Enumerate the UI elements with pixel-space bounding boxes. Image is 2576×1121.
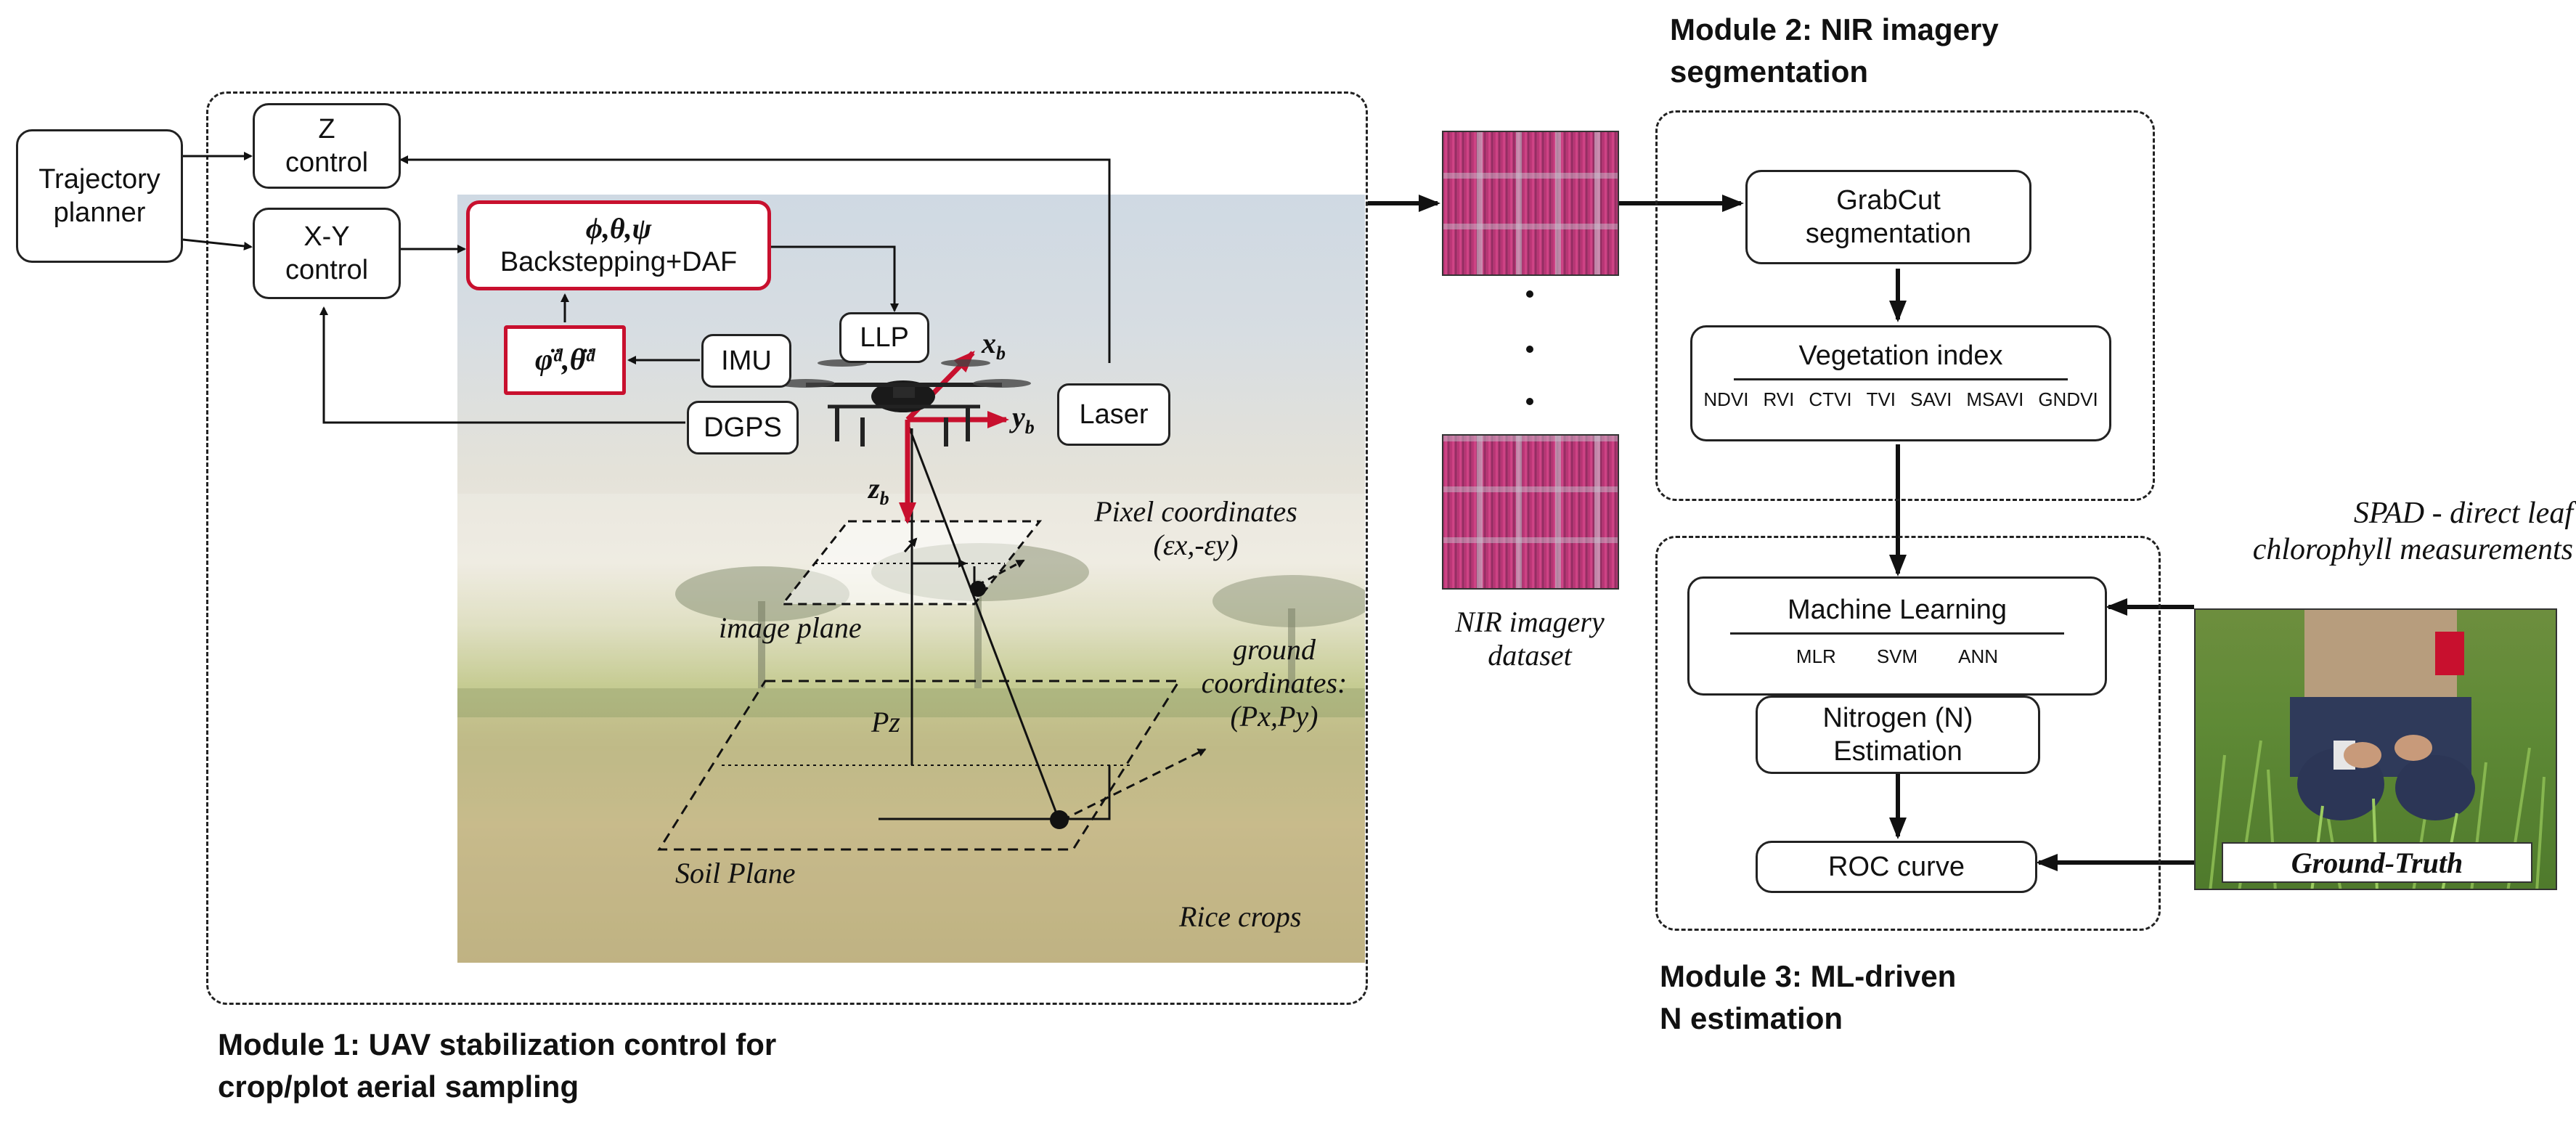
index-gndvi: GNDVI [2038,388,2098,410]
pz-label: Pz [871,706,900,738]
z-line1: Z [318,114,335,144]
nir-image-top [1442,131,1619,276]
nitrogen-line1: Nitrogen (N) [1822,703,1973,733]
laser-box: Laser [1057,383,1170,446]
attitude-symbols: ϕ,θ,ψ [585,212,652,245]
xy-line1: X-Y [303,221,350,252]
vegetation-index-box: Vegetation index NDVI RVI CTVI TVI SAVI … [1690,325,2111,441]
nir-image-bottom [1442,434,1619,590]
module2-title: Module 2: NIR imagery segmentation [1670,12,1999,89]
ground-truth-photo: Ground-Truth [2194,608,2557,890]
grabcut-line2: segmentation [1805,219,1972,249]
module1-boundary [206,91,1368,1005]
ml-methods: MLR SVM ANN [1796,645,1998,668]
method-ann: ANN [1958,645,1999,667]
module1-title: Module 1: UAV stabilization control for … [218,1027,777,1104]
xy-control-box: X-Y control [253,208,401,299]
ground-truth-label: Ground-Truth [2291,846,2463,879]
module2-boundary [1655,110,2155,501]
vegetation-title: Vegetation index [1798,341,2003,371]
image-plane-label: image plane [719,611,862,644]
llp-label: LLP [860,322,909,353]
index-ndvi: NDVI [1703,388,1749,410]
roc-curve-box: ROC curve [1756,841,2037,893]
axis-z-label: zb [868,472,889,509]
pixel-coords-label: Pixel coordinates (εx,-εy) [1094,495,1297,561]
index-savi: SAVI [1910,388,1952,410]
backstepping-daf-box: ϕ,θ,ψ Backstepping+DAF [466,200,771,290]
acceleration-label: φ̈ᵈ,θ̈ᵈ [534,343,595,377]
llp-box: LLP [839,312,929,363]
vegetation-indices: NDVI RVI CTVI TVI SAVI MSAVI GNDVI [1703,388,2098,411]
trajectory-planner-box: Trajectory planner [16,129,183,263]
axis-x-label: xb [982,327,1006,364]
xy-line2: control [285,255,369,285]
ml-divider [1730,632,2064,635]
uav-drone-icon [777,359,1031,447]
nitrogen-estimation-box: Nitrogen (N) Estimation [1756,696,2040,774]
nir-dataset-label: NIR imagery dataset [1455,606,1605,672]
ground-truth-banner: Ground-Truth [2222,842,2532,883]
index-tvi: TVI [1866,388,1896,410]
ellipsis-dots [1525,290,1536,414]
grass-person-figure [2209,610,2546,889]
desired-acceleration-box: φ̈ᵈ,θ̈ᵈ [504,325,626,395]
ground-coords-label: ground coordinates: (Px,Py) [1201,633,1348,733]
z-line2: control [285,147,369,178]
image-point [970,581,986,597]
vegetation-divider [1734,378,2068,380]
dgps-box: DGPS [687,401,799,454]
axis-y-label: yb [1012,401,1035,438]
grabcut-line1: GrabCut [1836,185,1941,216]
ml-title: Machine Learning [1787,595,2008,625]
index-msavi: MSAVI [1966,388,2024,410]
nitrogen-line2: Estimation [1833,736,1962,767]
grabcut-box: GrabCut segmentation [1745,170,2031,264]
z-control-box: Z control [253,103,401,189]
method-mlr: MLR [1796,645,1836,667]
index-ctvi: CTVI [1809,388,1852,410]
index-rvi: RVI [1763,388,1795,410]
imu-label: IMU [721,346,772,376]
machine-learning-box: Machine Learning MLR SVM ANN [1687,576,2107,696]
module3-boundary [1655,536,2161,931]
dgps-label: DGPS [704,412,782,443]
spad-label: SPAD - direct leaf chlorophyll measureme… [2252,497,2573,566]
imu-box: IMU [701,334,791,388]
module3-title: Module 3: ML-driven N estimation [1660,959,1957,1035]
roc-label: ROC curve [1828,852,1965,882]
rice-crops-label: Rice crops [1179,900,1302,933]
ground-point [1050,810,1069,829]
trajectory-line2: planner [53,197,146,228]
trajectory-line1: Trajectory [38,164,160,195]
laser-label: Laser [1079,399,1149,430]
method-svm: SVM [1876,645,1918,667]
backstepping-label: Backstepping+DAF [500,247,738,277]
soil-plane-label: Soil Plane [675,857,796,889]
